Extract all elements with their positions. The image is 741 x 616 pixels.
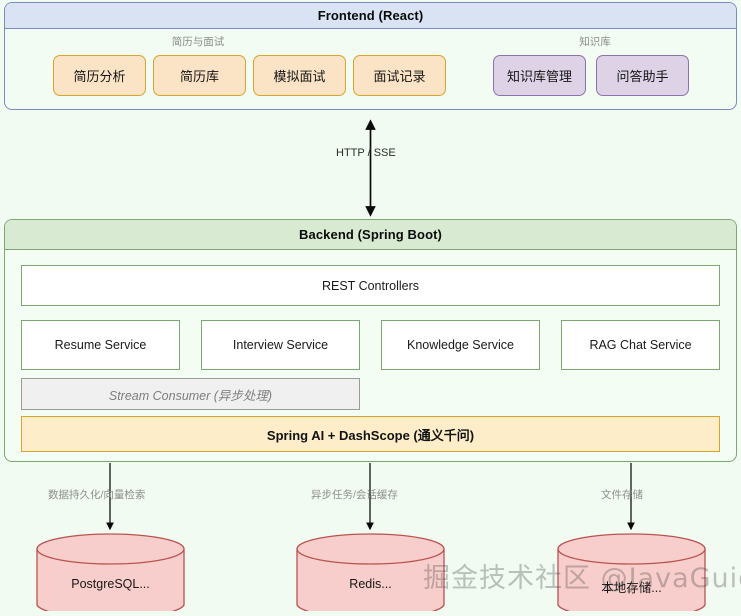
wire-label-http-sse: HTTP / SSE (336, 147, 396, 159)
backend-stream-consumer[interactable]: Stream Consumer (异步处理) (21, 378, 360, 410)
wire-label-postgres: 数据持久化/向量检索 (48, 489, 146, 501)
frontend-chip-mock-interview-label: 模拟面试 (273, 69, 326, 84)
watermark: 掘金技术社区 @JavaGuide (423, 563, 741, 594)
backend-service-resume-label: Resume Service (54, 338, 147, 352)
datastore-postgresql[interactable]: PostgreSQL... (36, 533, 185, 616)
datastore-postgresql-label: PostgreSQL... (71, 577, 150, 591)
backend-rest-controllers-label: REST Controllers (321, 278, 420, 293)
frontend-chip-knowledge-admin[interactable]: 知识库管理 (493, 55, 586, 96)
datastore-file-storage[interactable]: 本地存储... (557, 533, 706, 616)
backend-service-knowledge[interactable]: Knowledge Service (381, 320, 540, 370)
frontend-chip-resume-library[interactable]: 简历库 (153, 55, 246, 96)
frontend-chip-resume-analysis[interactable]: 简历分析 (53, 55, 146, 96)
backend-ai-layer-label: Spring AI + DashScope (通义千问) (266, 427, 475, 443)
frontend-group-caption-knowledge: 知识库 (579, 36, 611, 48)
frontend-title: Frontend (React) (5, 3, 736, 29)
backend-service-knowledge-label: Knowledge Service (406, 338, 514, 352)
wire-label-filestore: 文件存储 (601, 489, 643, 501)
frontend-chip-resume-analysis-label: 简历分析 (73, 69, 126, 84)
frontend-chip-qa-assistant[interactable]: 问答助手 (596, 55, 689, 96)
datastore-redis-label: Redis... (349, 577, 392, 591)
datastore-file-storage-label: 本地存储... (601, 581, 662, 595)
backend-service-rag-chat[interactable]: RAG Chat Service (561, 320, 720, 370)
frontend-chip-resume-library-label: 简历库 (179, 69, 219, 84)
backend-service-rag-chat-label: RAG Chat Service (589, 338, 692, 352)
frontend-chip-interview-records-label: 面试记录 (373, 69, 426, 84)
backend-service-interview-label: Interview Service (232, 338, 329, 352)
frontend-group-caption-resume: 简历与面试 (171, 36, 225, 48)
backend-rest-controllers[interactable]: REST Controllers (21, 265, 720, 306)
frontend-chip-qa-assistant-label: 问答助手 (616, 69, 669, 84)
frontend-chip-interview-records[interactable]: 面试记录 (353, 55, 446, 96)
backend-service-interview[interactable]: Interview Service (201, 320, 360, 370)
backend-ai-layer[interactable]: Spring AI + DashScope (通义千问) (21, 416, 720, 452)
backend-service-resume[interactable]: Resume Service (21, 320, 180, 370)
frontend-chip-knowledge-admin-label: 知识库管理 (506, 69, 572, 84)
datastore-redis[interactable]: Redis... (296, 533, 445, 616)
frontend-chip-mock-interview[interactable]: 模拟面试 (253, 55, 346, 96)
wire-label-redis: 异步任务/会话缓存 (311, 489, 398, 501)
backend-stream-consumer-label: Stream Consumer (异步处理) (108, 388, 273, 403)
backend-title: Backend (Spring Boot) (5, 220, 736, 250)
